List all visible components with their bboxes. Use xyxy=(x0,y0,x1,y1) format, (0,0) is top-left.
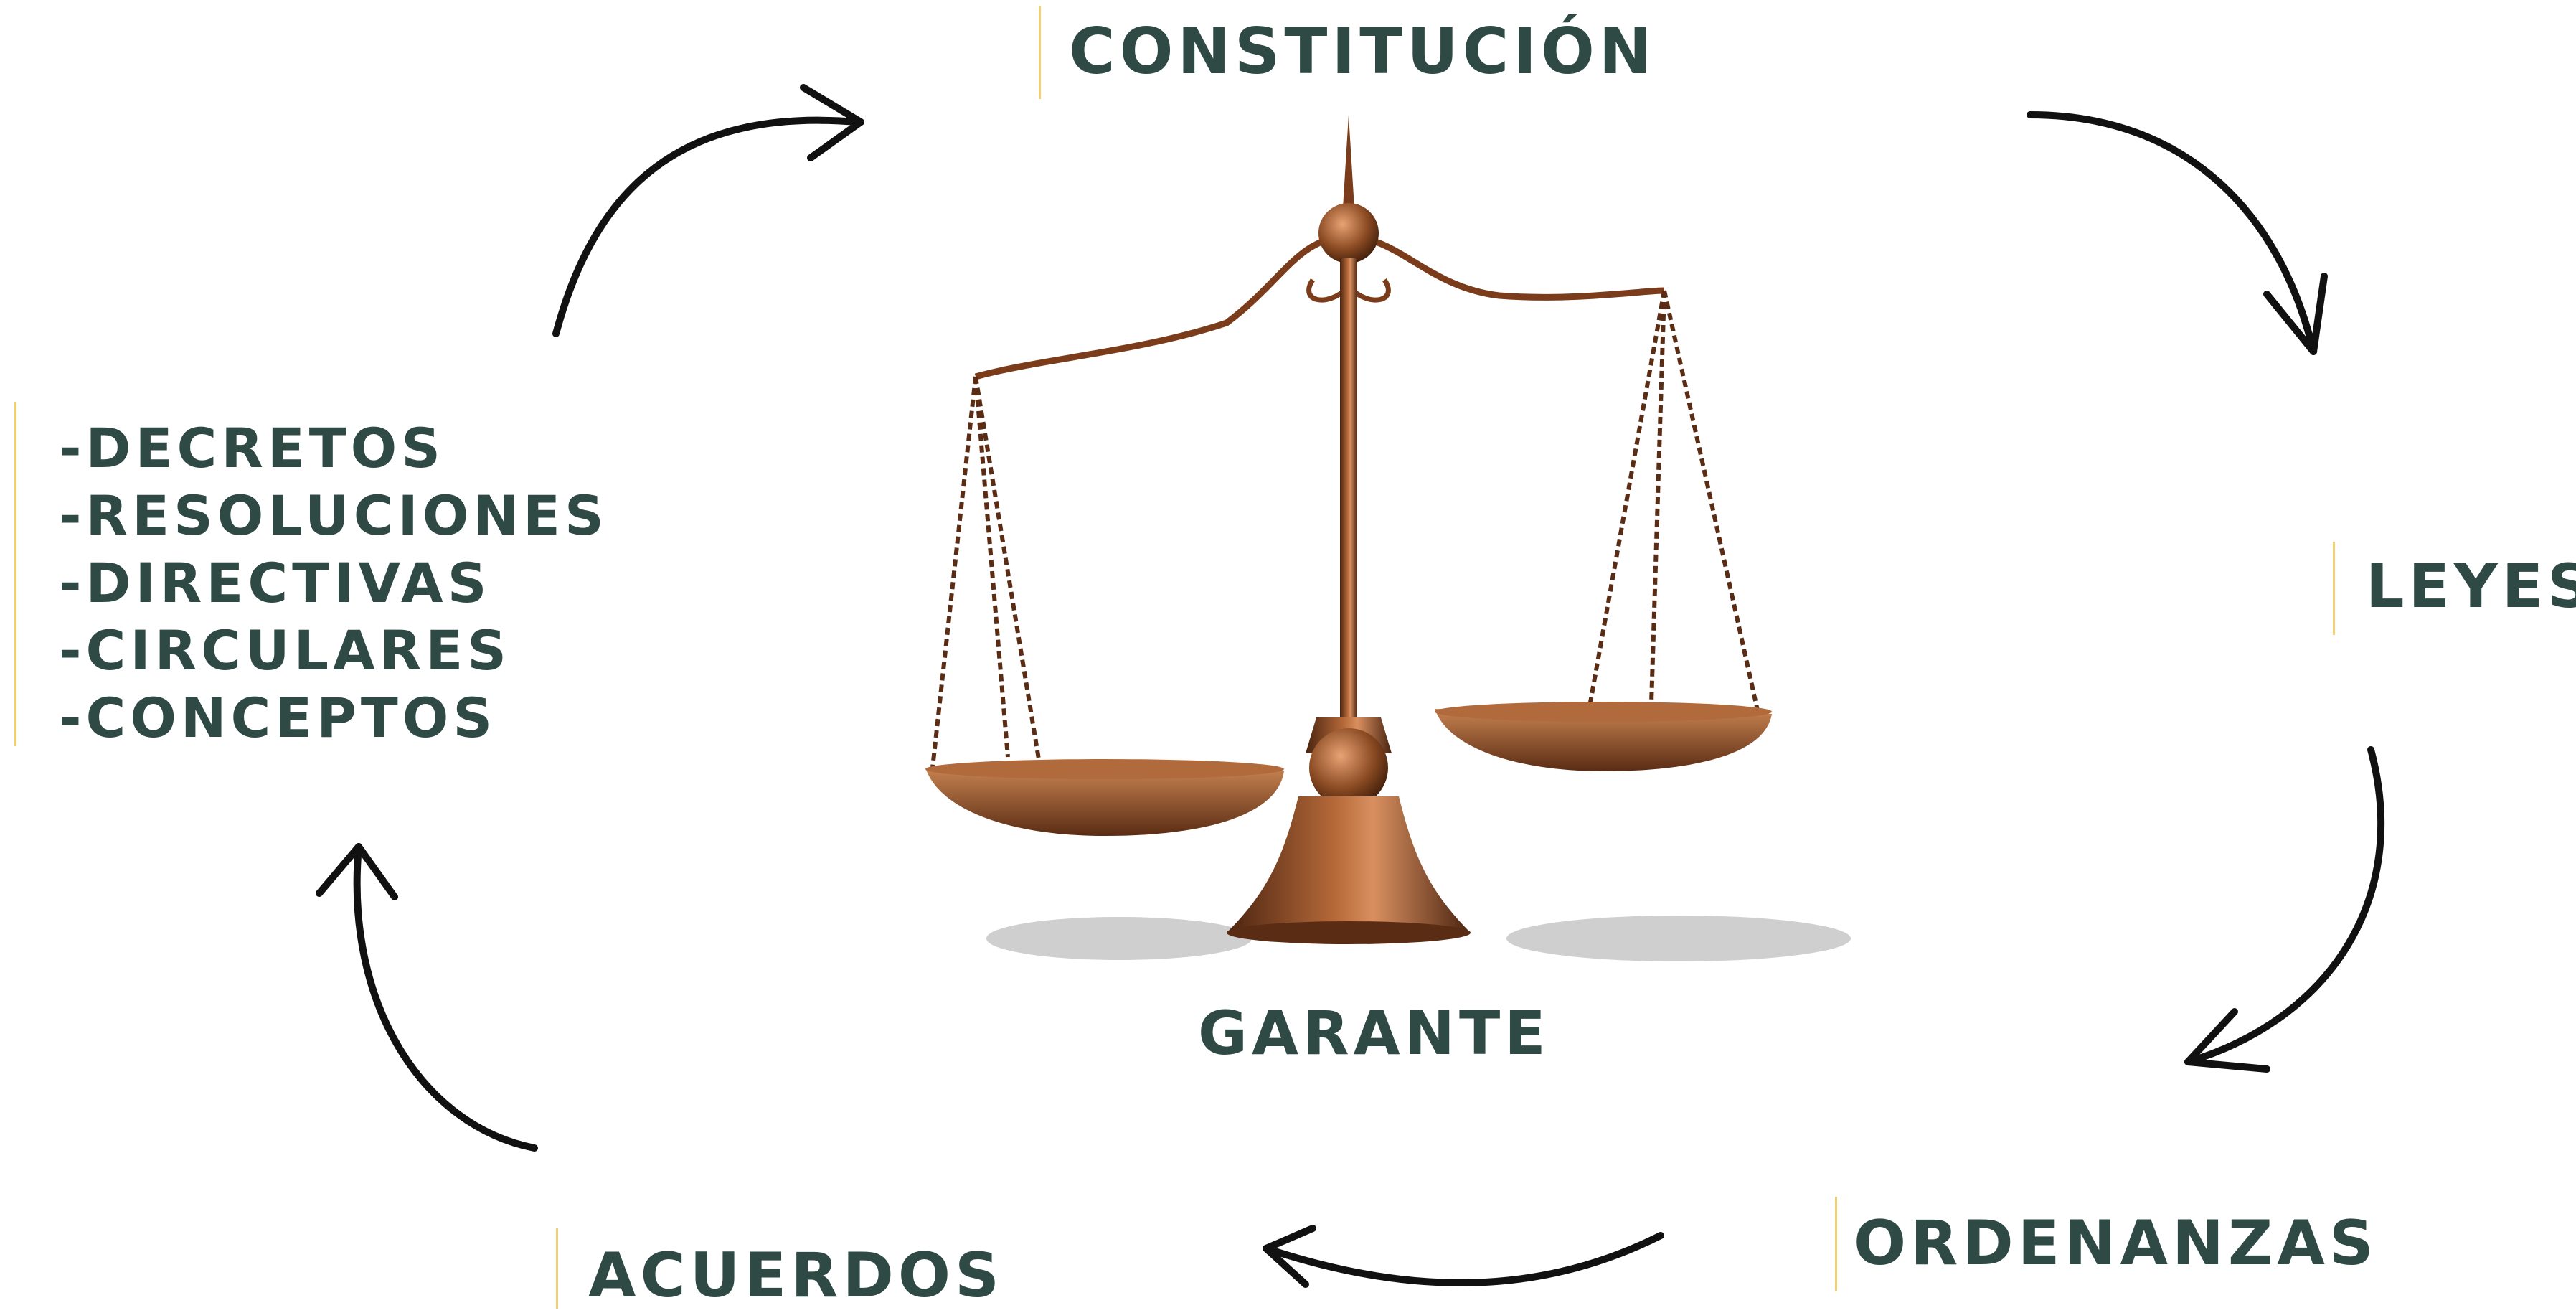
top-ball xyxy=(1318,203,1379,263)
left-list: -DECRETOS -RESOLUCIONES -DIRECTIVAS -CIR… xyxy=(59,415,608,752)
left-pan-shadow xyxy=(986,917,1252,960)
right-pan-rim xyxy=(1435,702,1772,722)
right-pan xyxy=(1435,709,1772,771)
node-constitucion: CONSTITUCIÓN xyxy=(1069,14,1656,88)
beam-left-arm xyxy=(974,233,1349,380)
center-pole xyxy=(1340,258,1357,717)
spike-tip xyxy=(1343,115,1354,208)
left-list-accent-bar xyxy=(14,402,16,746)
ordenanzas-accent-bar xyxy=(1835,1197,1837,1291)
acuerdos-accent-bar xyxy=(556,1228,558,1309)
list-item-resoluciones: -RESOLUCIONES xyxy=(59,484,608,547)
base-ball xyxy=(1309,728,1388,807)
right-pan-shadow xyxy=(1506,916,1851,961)
left-pan-rim xyxy=(925,759,1284,779)
beam-right-arm xyxy=(1348,233,1665,301)
list-item-circulares: -CIRCULARES xyxy=(59,618,511,682)
scales-of-justice-icon xyxy=(925,115,1851,961)
node-leyes: LEYES xyxy=(2366,551,2576,621)
right-chains xyxy=(1587,290,1760,711)
left-pan xyxy=(925,768,1284,836)
constitucion-accent-bar xyxy=(1039,6,1041,99)
node-garante: GARANTE xyxy=(1198,998,1550,1068)
base-bell xyxy=(1227,796,1471,933)
list-item-decretos: -DECRETOS xyxy=(59,416,445,480)
node-ordenanzas: ORDENANZAS xyxy=(1854,1208,2378,1279)
leyes-accent-bar xyxy=(2333,542,2335,635)
base-foot xyxy=(1227,921,1471,944)
list-item-directivas: -DIRECTIVAS xyxy=(59,551,491,615)
list-item-conceptos: -CONCEPTOS xyxy=(59,686,497,750)
node-acuerdos: ACUERDOS xyxy=(588,1240,1004,1312)
left-chains xyxy=(930,376,1042,768)
